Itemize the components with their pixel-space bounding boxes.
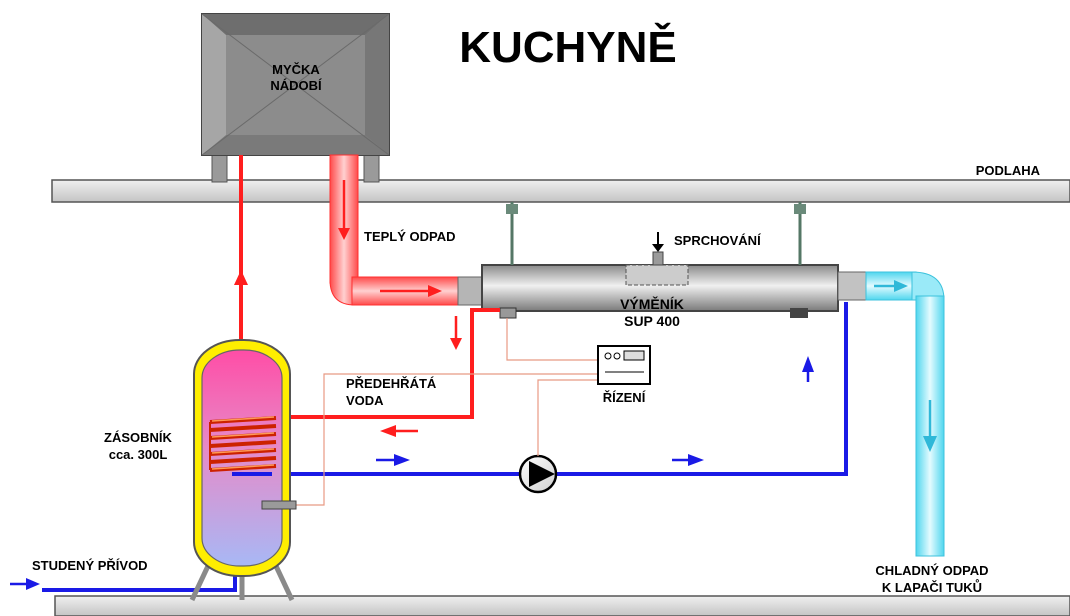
- diagram-title: KUCHYNĚ: [459, 22, 677, 72]
- exchanger-label-line1: VÝMĚNÍK: [620, 295, 684, 312]
- cold-waste-label-line1: CHLADNÝ ODPAD: [875, 563, 988, 578]
- tank-coil-highlight: [211, 416, 275, 470]
- tank-heating-coil: [209, 416, 277, 472]
- floor-label: PODLAHA: [976, 163, 1041, 178]
- control-label: ŘÍZENÍ: [603, 390, 646, 405]
- spraying-inlet: [652, 232, 664, 266]
- warm-waste-pipe: [329, 154, 485, 306]
- control-unit: [597, 345, 651, 385]
- cold-waste-label-line2: K LAPAČI TUKŮ: [882, 579, 982, 595]
- preheated-label-line2: VODA: [346, 393, 384, 408]
- spraying-label: SPRCHOVÁNÍ: [674, 233, 761, 248]
- bottom-floor-slab: [54, 595, 1070, 616]
- dishwasher: MYČKA NÁDOBÍ: [201, 13, 390, 183]
- cold-drain-pipe: [837, 271, 945, 557]
- cold-inlet-label: STUDENÝ PŘÍVOD: [32, 558, 148, 573]
- floor-slab: [51, 179, 1070, 203]
- preheated-label-line1: PŘEDEHŘÁTÁ: [346, 376, 437, 391]
- hot-supply-line: [234, 155, 248, 345]
- dishwasher-label-line1: MYČKA: [272, 62, 320, 77]
- tank-label-line1: ZÁSOBNÍK: [104, 430, 173, 445]
- storage-tank: [189, 339, 297, 602]
- circulation-pump: [518, 454, 558, 494]
- preheated-water-line: [278, 308, 500, 437]
- control-signal-wires: [296, 318, 598, 506]
- dishwasher-label-line2: NÁDOBÍ: [270, 78, 322, 93]
- tank-label-line2: cca. 300L: [109, 447, 168, 462]
- exchanger-label-line2: SUP 400: [624, 313, 680, 329]
- warm-waste-label: TEPLÝ ODPAD: [364, 229, 456, 244]
- heat-exchanger: VÝMĚNÍK SUP 400: [481, 202, 839, 329]
- cold-circulation-line: [270, 302, 848, 476]
